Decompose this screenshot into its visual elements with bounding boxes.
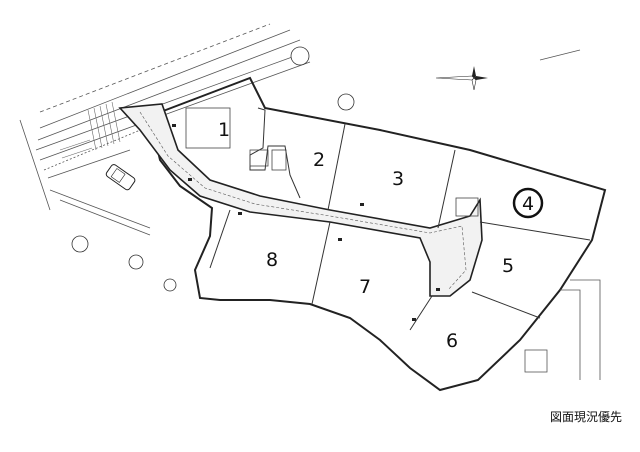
- car-icon: [105, 164, 136, 191]
- private-road: [118, 103, 483, 297]
- lot-number-5: 5: [502, 255, 514, 277]
- lot-4-highlight-ring: [512, 187, 544, 219]
- lot-number-3: 3: [392, 168, 404, 190]
- neighbour-parcels: [524, 49, 601, 380]
- survey-markers: [172, 124, 440, 321]
- plan-caption: 図面現況優先: [549, 410, 622, 424]
- lot-number-1: 1: [218, 119, 230, 141]
- lot-number-7: 7: [359, 276, 371, 298]
- building-footprints: [185, 107, 479, 217]
- lot-number-6: 6: [446, 330, 458, 352]
- lot-number-2: 2: [313, 149, 325, 171]
- compass-rose-icon: [435, 66, 488, 91]
- lot-boundaries: [209, 107, 591, 331]
- street-lines: [19, 23, 311, 236]
- lot-number-8: 8: [266, 249, 278, 271]
- lot-number-4: 4: [522, 193, 534, 215]
- site-boundary: [148, 76, 607, 392]
- callout-markers: [71, 46, 355, 292]
- entrance-hatching: [59, 101, 121, 159]
